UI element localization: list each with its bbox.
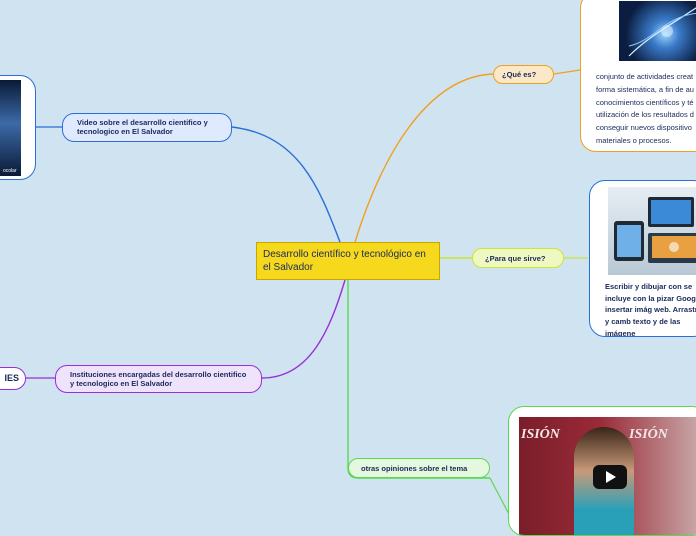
topic-instituciones-label: Instituciones encargadas del desarrollo … [70, 370, 246, 388]
otras-video-thumbnail: ISIÓN ISIÓN [519, 417, 696, 536]
que-es-detail-text: conjunto de actividades creat forma sist… [596, 71, 696, 148]
otras-video-title-right: ISIÓN [629, 427, 668, 443]
para-que-detail-text: Escribir y dibujar con se incluye con la… [605, 281, 696, 337]
dna-helix-icon [619, 1, 696, 61]
devices-image [608, 187, 696, 275]
topic-que-es[interactable]: ¿Qué es? [493, 65, 554, 84]
para-que-detail-card[interactable]: Escribir y dibujar con se incluye con la… [589, 180, 696, 337]
connector-video [232, 127, 340, 242]
topic-otras-opiniones-label: otras opiniones sobre el tema [361, 464, 467, 473]
devices-icon [608, 187, 696, 275]
play-icon [593, 465, 627, 489]
play-button[interactable] [593, 465, 627, 489]
video-thumbnail-card[interactable]: ocolar [0, 75, 36, 180]
topic-para-que-sirve[interactable]: ¿Para que sirve? [472, 248, 564, 268]
connector-que-es-child [554, 70, 580, 74]
connector-instituciones [262, 280, 345, 378]
que-es-detail-card[interactable]: conjunto de actividades creat forma sist… [580, 0, 696, 152]
dna-image [619, 1, 696, 61]
topic-video[interactable]: Video sobre el desarrollo cientifico y t… [62, 113, 232, 142]
central-topic-label: Desarrollo científico y tecnológico en e… [263, 249, 426, 273]
topic-instituciones[interactable]: Instituciones encargadas del desarrollo … [55, 365, 262, 393]
topic-otras-opiniones[interactable]: otras opiniones sobre el tema [348, 458, 490, 478]
connector-que-es [355, 74, 493, 242]
ies-node[interactable]: IES [0, 367, 26, 390]
topic-video-label: Video sobre el desarrollo cientifico y t… [77, 118, 208, 136]
topic-para-que-sirve-label: ¿Para que sirve? [485, 254, 545, 263]
video-thumbnail: ocolar [0, 80, 21, 176]
connector-otras [348, 280, 490, 478]
otras-video-card[interactable]: ISIÓN ISIÓN [508, 406, 696, 536]
otras-video-title-left: ISIÓN [521, 427, 560, 443]
topic-que-es-label: ¿Qué es? [502, 70, 536, 79]
ies-node-label: IES [4, 373, 19, 383]
central-topic[interactable]: Desarrollo científico y tecnológico en e… [256, 242, 440, 280]
video-thumbnail-overlay: ocolar [3, 168, 17, 174]
